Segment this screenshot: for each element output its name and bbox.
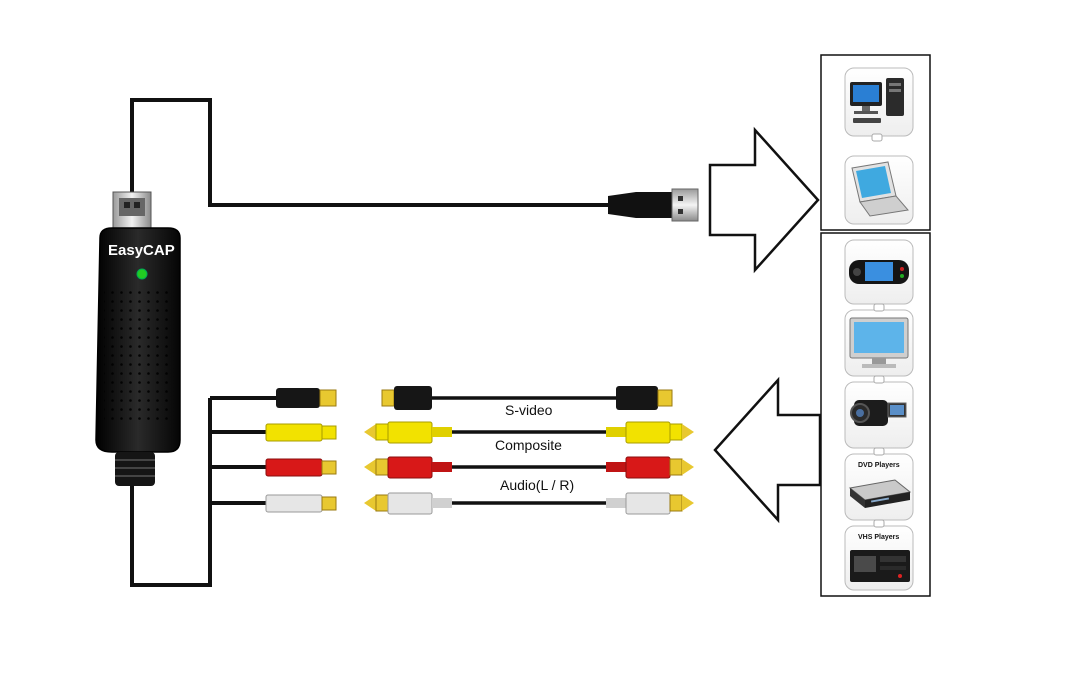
tile-links <box>871 133 885 528</box>
desktop-computer-tile <box>844 67 914 137</box>
laptop-icon <box>851 161 909 217</box>
composite-plug-cable-left <box>364 421 452 444</box>
tv-monitor-icon <box>849 317 909 368</box>
audio-label: Audio(L / R) <box>500 477 574 493</box>
camcorder-icon <box>850 400 907 426</box>
arrow-left-from-sources <box>713 376 822 524</box>
dvd-players-label: DVD Players <box>858 462 900 469</box>
audio-right-jack-device-side <box>265 458 337 477</box>
vhs-player-tile: VHS Players <box>844 525 914 591</box>
av-cable-trunk <box>130 396 276 587</box>
dvd-player-tile: DVD Players <box>844 453 914 521</box>
camcorder-tile <box>844 381 914 449</box>
device-brand-label: EasyCAP <box>108 242 175 259</box>
audio-right-plug-cable-right <box>606 456 694 479</box>
composite-plug-cable-right <box>606 421 694 444</box>
audio-left-plug-cable-right <box>606 492 694 515</box>
laptop-tile <box>844 155 914 225</box>
usb-a-plug <box>608 188 699 222</box>
game-console-tile <box>844 239 914 305</box>
strain-relief <box>115 452 155 486</box>
vhs-players-label: VHS Players <box>858 534 899 541</box>
composite-jack-device-side <box>265 423 337 442</box>
dvd-player-icon <box>848 479 912 508</box>
computers-panel <box>820 54 931 231</box>
audio-right-plug-cable-left <box>364 456 452 479</box>
sources-panel: DVD Players VHS Players <box>820 133 931 597</box>
usb-cable <box>130 98 612 207</box>
power-led <box>136 268 148 280</box>
handheld-game-console-icon <box>849 260 909 284</box>
arrow-right-to-computer <box>708 126 820 274</box>
tv-tile <box>844 309 914 377</box>
composite-label: Composite <box>495 437 562 453</box>
av-extension-cables <box>430 396 620 505</box>
device-usb-plug <box>112 191 152 231</box>
svideo-connector-cable-left <box>381 386 432 410</box>
svideo-connector-device-side <box>276 388 337 408</box>
svideo-connector-cable-right <box>616 386 673 410</box>
svideo-label: S-video <box>505 402 553 418</box>
desktop-computer-icon <box>850 78 904 123</box>
easycap-device: EasyCAP <box>95 227 181 486</box>
audio-left-jack-device-side <box>265 494 337 513</box>
audio-left-plug-cable-left <box>364 492 452 515</box>
vhs-player-icon <box>850 550 910 582</box>
